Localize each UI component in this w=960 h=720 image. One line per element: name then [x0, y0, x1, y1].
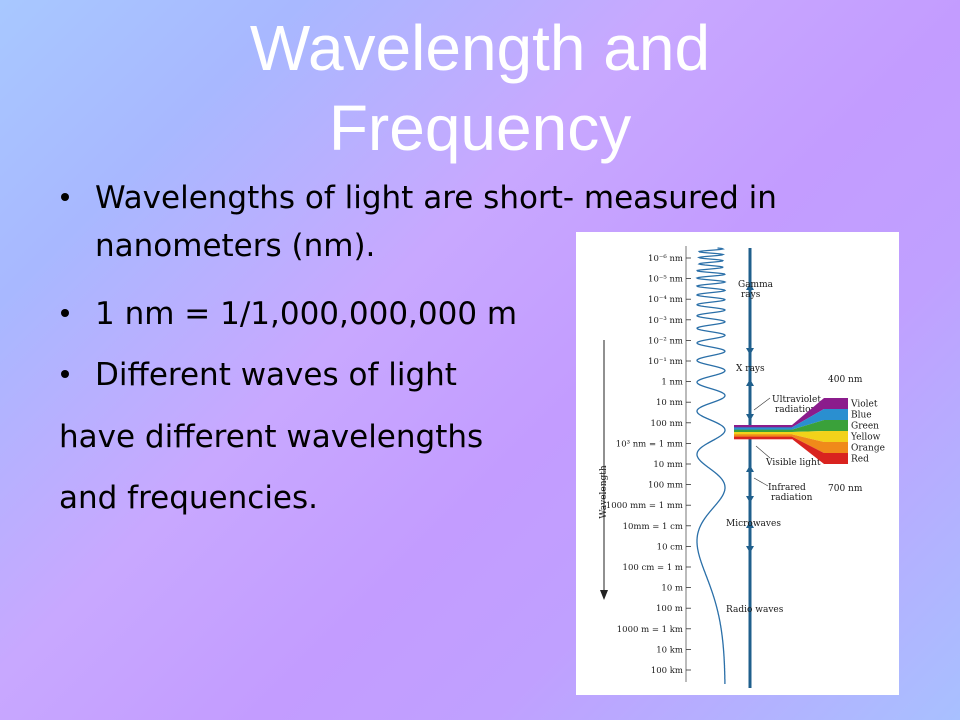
em-spectrum-diagram: 10⁻⁶ nm 10⁻⁵ nm 10⁻⁴ nm 10⁻³ nm 10⁻² nm 10⁻¹ …	[576, 232, 899, 695]
plain-line-1: have different wavelengths	[59, 419, 484, 455]
ultraviolet-label-2: radiation	[775, 405, 817, 415]
region-arrow	[746, 414, 754, 421]
gamma-rays-label-2: rays	[741, 290, 761, 300]
uv-leader	[753, 397, 771, 411]
visible-light-label: Visible light	[765, 458, 821, 468]
visible-leader	[755, 445, 771, 459]
scale-label: 10 nm	[656, 398, 683, 408]
color-name-label: Orange	[851, 444, 885, 454]
slide-title: Wavelength and Frequency	[0, 8, 960, 168]
bullet-2: 1 nm = 1/1,000,000,000 m	[95, 296, 518, 332]
scale-label: 100 mm	[648, 481, 683, 491]
scale-label: 10⁻⁶ nm	[648, 254, 683, 264]
visible-band-stripe	[734, 429, 792, 433]
scale-label: 10⁻¹ nm	[648, 357, 683, 367]
wave-curve	[695, 247, 727, 684]
spectrum-fan	[792, 420, 824, 432]
infrared-label: Infrared	[768, 483, 806, 493]
visible-band-stripe	[734, 427, 792, 430]
bullet-dot	[61, 193, 69, 201]
spectrum-color-block	[824, 409, 848, 420]
bullet-dot	[61, 309, 69, 317]
bullet-3: Different waves of light	[95, 357, 457, 393]
scale-label: 10⁻⁴ nm	[648, 295, 683, 305]
scale-label: 10³ nm = 1 mm	[616, 439, 683, 449]
scale-label: 100 nm	[651, 419, 683, 429]
x-rays-label: X rays	[736, 364, 765, 374]
gamma-rays-label: Gamma	[738, 280, 774, 290]
scale-label: 100 cm = 1 m	[623, 563, 683, 573]
region-arrow	[746, 546, 754, 553]
spectrum-color-block	[824, 431, 848, 442]
scale-label: 1 nm	[661, 378, 683, 388]
color-name-label: Green	[851, 422, 879, 432]
visible-band-stripe	[734, 434, 792, 437]
title-line-1: Wavelength and	[249, 12, 711, 84]
region-arrow	[746, 496, 754, 503]
bullet-1-line-2: nanometers (nm).	[95, 228, 376, 264]
color-name-label: Red	[851, 455, 869, 465]
title-line-2: Frequency	[328, 92, 632, 164]
spectrum-fan	[792, 436, 824, 464]
microwaves-label: Microwaves	[726, 519, 781, 529]
spectrum-fan	[792, 434, 824, 453]
spectrum-color-block	[824, 420, 848, 431]
spectrum-color-block	[824, 453, 848, 464]
spectrum-color-block	[824, 442, 848, 453]
ir-leader	[753, 477, 769, 487]
infrared-label-2: radiation	[771, 493, 813, 503]
scale-label: 10 cm	[657, 542, 683, 552]
region-arrow	[746, 521, 754, 528]
scale-label: 1000 mm = 1 mm	[606, 501, 683, 511]
spectrum-fan	[792, 431, 824, 442]
spectrum-fan	[792, 409, 824, 430]
scale-label: 10 km	[656, 645, 683, 655]
region-arrow	[746, 348, 754, 355]
plain-line-2: and frequencies.	[59, 480, 319, 516]
spectrum-top-label: 400 nm	[828, 375, 863, 385]
spectrum-bottom-label: 700 nm	[828, 484, 863, 494]
visible-band-stripe	[734, 425, 792, 428]
scale-label: 10 mm	[653, 460, 683, 470]
radio-waves-label: Radio waves	[726, 605, 784, 615]
wavelength-arrow-head	[600, 590, 608, 600]
scale-label: 100 km	[651, 666, 683, 676]
scale-label: 100 m	[656, 604, 683, 614]
scale-label: 10 m	[661, 584, 683, 594]
scale-label: 10⁻⁵ nm	[648, 275, 683, 285]
region-arrow	[746, 379, 754, 386]
scale-label: 10mm = 1 cm	[623, 522, 683, 532]
bullet-1-line-1: Wavelengths of light are short- measured…	[95, 180, 777, 216]
ultraviolet-label: Ultraviolet	[772, 395, 821, 405]
scale-label: 1000 m = 1 km	[617, 625, 683, 635]
color-name-label: Violet	[850, 400, 878, 410]
spectrum-color-block	[824, 398, 848, 409]
visible-band-stripe	[734, 432, 792, 435]
visible-band-stripe	[734, 436, 792, 440]
color-name-label: Blue	[851, 411, 872, 421]
bullet-dot	[61, 370, 69, 378]
region-arrow	[746, 283, 754, 290]
scale-label: 10⁻² nm	[648, 336, 683, 346]
color-name-label: Yellow	[850, 433, 881, 443]
spectrum-svg: 10⁻⁶ nm 10⁻⁵ nm 10⁻⁴ nm 10⁻³ nm 10⁻² nm 10⁻¹ …	[599, 246, 885, 688]
spectrum-fan	[792, 398, 824, 428]
region-arrow	[746, 465, 754, 472]
scale-label: 10⁻³ nm	[648, 316, 683, 326]
